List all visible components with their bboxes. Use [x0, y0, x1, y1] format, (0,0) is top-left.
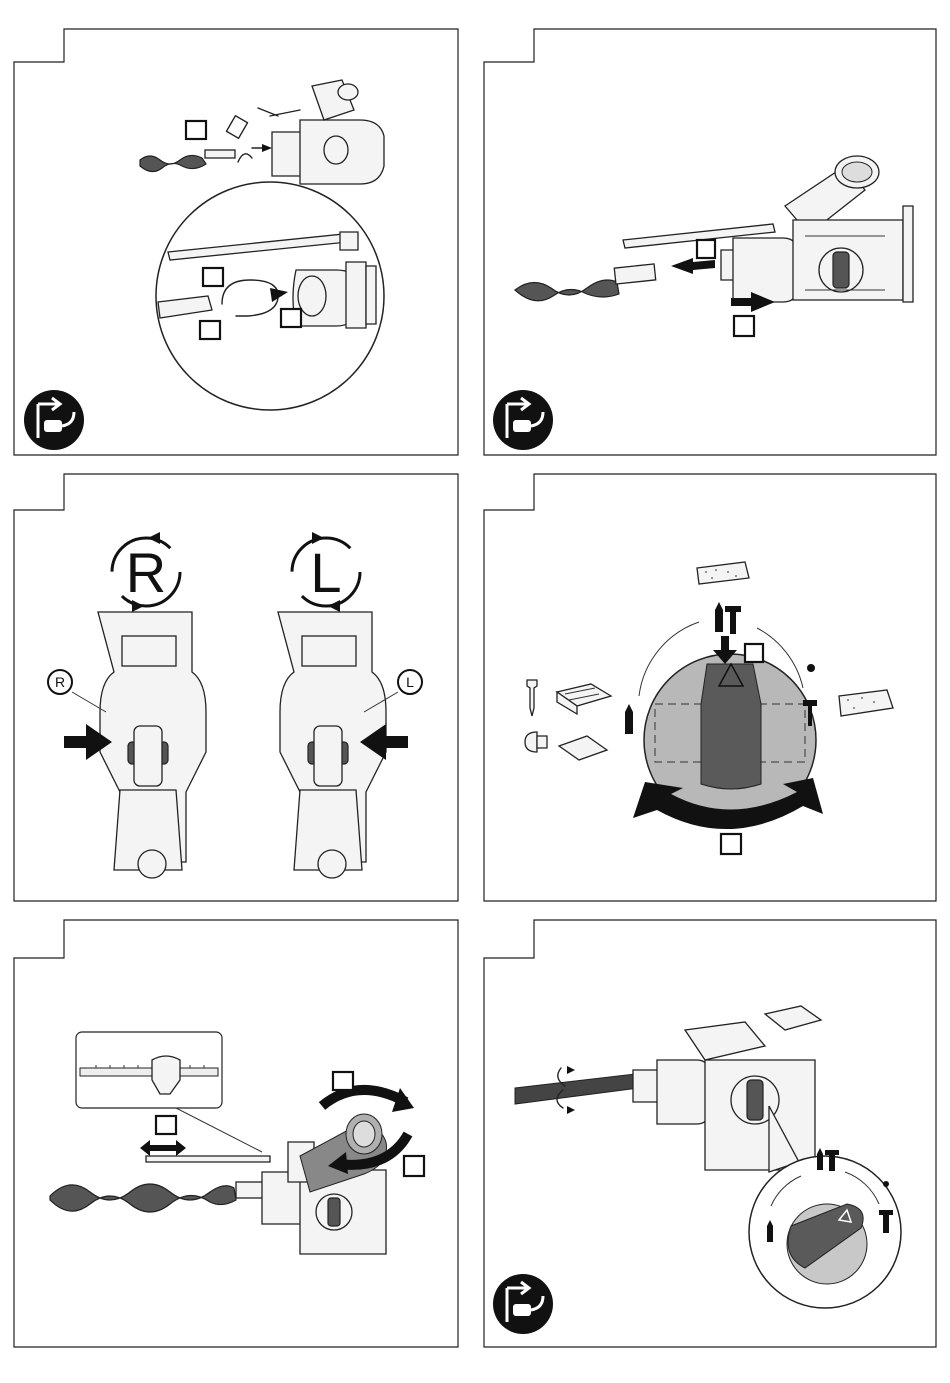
right-letter: R	[126, 541, 166, 604]
callout-b	[333, 1072, 353, 1090]
callout-c	[404, 1156, 424, 1176]
unplug-power-icon	[493, 390, 553, 450]
magnified-chuck-detail	[156, 182, 384, 410]
panel-insert-bit	[0, 0, 475, 460]
callout-d	[281, 309, 301, 327]
panel-chisel-position	[475, 910, 950, 1350]
panel-mode-selector	[475, 460, 950, 910]
svg-text:L: L	[406, 674, 414, 690]
svg-text:R: R	[55, 674, 65, 690]
callout-c	[200, 321, 220, 339]
callout-a	[697, 240, 715, 258]
unplug-power-icon	[24, 390, 84, 450]
callout-b	[734, 316, 754, 336]
callout-a	[186, 121, 206, 139]
callout-b	[721, 834, 741, 854]
callout-a	[156, 1116, 176, 1134]
detent-dot	[807, 664, 815, 672]
callout-a	[745, 644, 763, 662]
panel-remove-bit	[475, 0, 950, 460]
left-letter: L	[310, 541, 341, 604]
panel-depth-gauge	[0, 910, 475, 1350]
detent-dot	[883, 1181, 889, 1187]
panel-rotation-direction: R L R L	[0, 460, 475, 910]
unplug-power-icon	[493, 1274, 553, 1334]
callout-b	[203, 268, 223, 286]
